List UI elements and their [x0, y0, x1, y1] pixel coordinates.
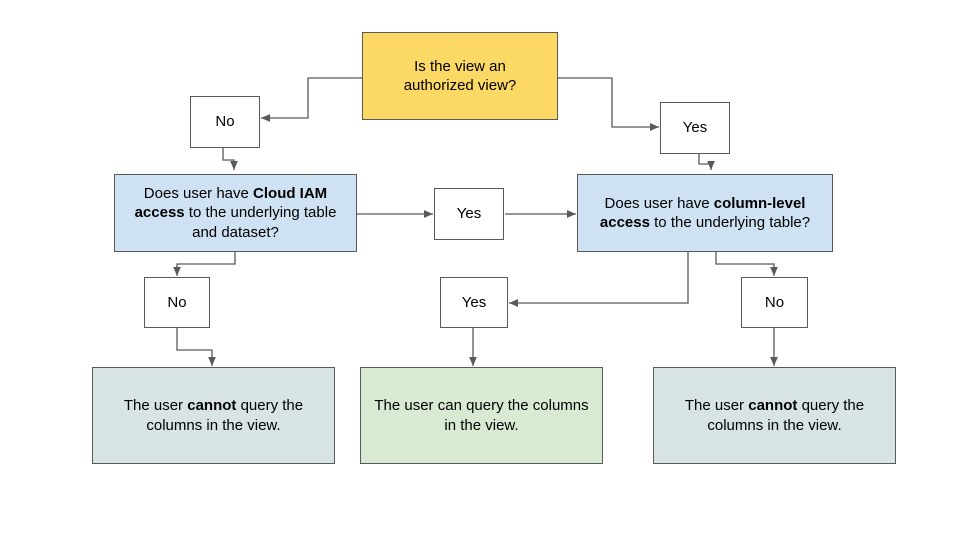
branch-no-left-label: No: [167, 293, 187, 311]
branch-yes-bottom-label: Yes: [461, 293, 487, 311]
result-right-text: The user cannot query the columns in the…: [660, 396, 889, 435]
edge-yes-to-column: [698, 154, 715, 170]
edge-iam-to-no: [173, 252, 236, 276]
branch-no-top-label: No: [215, 113, 235, 131]
node-result-right[interactable]: The user cannot query the columns in the…: [653, 367, 896, 464]
start-question-text: Is the view an authorized view?: [369, 57, 551, 96]
column-question-text: Does user have column-level access to th…: [584, 194, 826, 233]
result-left-part2: query the columns in the view.: [146, 397, 304, 434]
result-right-part1: The user: [684, 397, 749, 414]
column-question-part1: Does user have: [604, 194, 714, 212]
column-question-part2: to the underlying table?: [649, 214, 811, 231]
node-iam-question[interactable]: Does user have Cloud IAM access to the u…: [114, 174, 357, 252]
node-start-question[interactable]: Is the view an authorized view?: [362, 32, 558, 120]
iam-question-part1: Does user have: [143, 184, 254, 202]
node-column-question[interactable]: Does user have column-level access to th…: [577, 174, 833, 252]
node-branch-no-right[interactable]: No: [741, 277, 808, 328]
node-branch-no-left[interactable]: No: [144, 277, 210, 328]
edge-no-to-iam: [222, 148, 238, 170]
iam-question-text: Does user have Cloud IAM access to the u…: [121, 184, 350, 243]
branch-no-right-label: No: [764, 293, 785, 311]
edge-column-to-no: [715, 252, 778, 276]
node-branch-no-top[interactable]: No: [190, 96, 260, 148]
node-branch-yes-middle[interactable]: Yes: [434, 188, 504, 240]
edge-no-to-result-left: [176, 328, 216, 366]
result-right-bold: cannot: [748, 397, 798, 414]
iam-question-bold: Cloud IAM access: [134, 184, 328, 222]
edge-start-to-no: [261, 77, 362, 122]
branch-yes-middle-label: Yes: [456, 205, 482, 223]
start-question-line2: authorized view?: [403, 77, 517, 94]
column-question-bold: column-level access: [599, 194, 806, 232]
result-right-part2: query the columns in the view.: [707, 397, 865, 434]
node-branch-yes-top[interactable]: Yes: [660, 102, 730, 154]
node-branch-yes-bottom[interactable]: Yes: [440, 277, 508, 328]
result-left-bold: cannot: [187, 397, 237, 414]
edge-start-to-yes: [558, 77, 659, 131]
result-middle-text: The user can query the columns in the vi…: [374, 397, 589, 434]
result-left-part1: The user: [123, 397, 188, 414]
edge-column-to-yes: [509, 252, 689, 307]
result-left-text: The user cannot query the columns in the…: [99, 396, 328, 435]
node-result-left[interactable]: The user cannot query the columns in the…: [92, 367, 335, 464]
iam-question-part2: to the underlying table and dataset?: [184, 204, 337, 241]
start-question-line1: Is the view an: [414, 57, 506, 75]
branch-yes-top-label: Yes: [682, 119, 708, 137]
node-result-middle[interactable]: The user can query the columns in the vi…: [360, 367, 603, 464]
